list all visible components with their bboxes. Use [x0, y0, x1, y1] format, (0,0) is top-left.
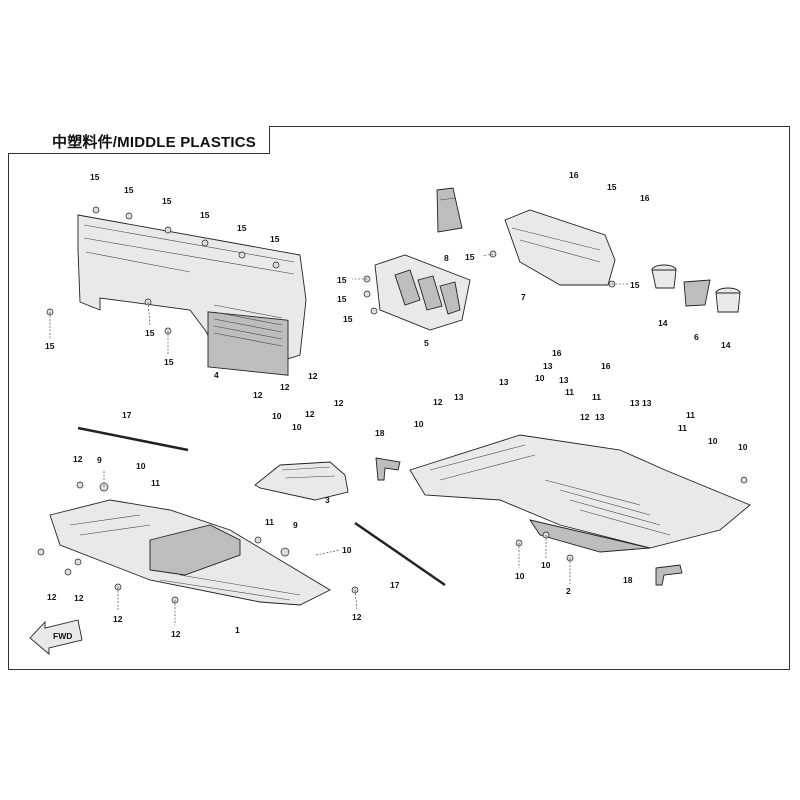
- callout-label: 15: [145, 328, 155, 338]
- callout-label: 12: [253, 390, 263, 400]
- part-5-grille: [374, 254, 471, 331]
- callout-label: 8: [444, 253, 449, 263]
- callout-label: 10: [292, 422, 302, 432]
- callout-label: 14: [658, 318, 668, 328]
- callout-label: 13: [559, 375, 569, 385]
- callout-label: 1: [235, 625, 240, 635]
- callout-label: 12: [305, 409, 315, 419]
- callout-label: 16: [569, 170, 579, 180]
- callout-label: 12: [334, 398, 344, 408]
- callout-label: 12: [308, 371, 318, 381]
- diagram-frame: [8, 126, 790, 670]
- callout-label: 15: [200, 210, 210, 220]
- callout-label: 16: [552, 348, 562, 358]
- fwd-label: FWD: [53, 631, 72, 641]
- leader-lines: [49, 253, 628, 625]
- callout-label: 16: [640, 193, 650, 203]
- callout-label: 12: [580, 412, 590, 422]
- callout-label: 13: [630, 398, 640, 408]
- page-title: 中塑料件/MIDDLE PLASTICS: [52, 134, 257, 151]
- part-6-cupholder-insert: [683, 279, 711, 307]
- part-8-bracket: [436, 187, 463, 233]
- callout-label: 17: [122, 410, 132, 420]
- callout-label: 5: [424, 338, 429, 348]
- callout-label: 11: [565, 387, 574, 397]
- callout-label: 12: [171, 629, 181, 639]
- callout-label: 10: [272, 411, 282, 421]
- callout-label: 10: [515, 571, 525, 581]
- callout-label: 9: [293, 520, 298, 530]
- part-7-tray: [504, 209, 616, 286]
- callout-label: 12: [433, 397, 443, 407]
- callout-label: 7: [521, 292, 526, 302]
- callout-label: 15: [343, 314, 353, 324]
- callout-label: 15: [45, 341, 55, 351]
- callout-label: 15: [337, 275, 347, 285]
- part-14-cupholder-right: [715, 287, 741, 313]
- callout-label: 11: [678, 423, 687, 433]
- callout-label: 15: [630, 280, 640, 290]
- part-18-bracket-left: [375, 457, 401, 481]
- callout-label: 10: [541, 560, 551, 570]
- part-2-floor-right: [409, 434, 751, 553]
- callout-label: 15: [164, 357, 174, 367]
- callout-label: 15: [607, 182, 617, 192]
- callout-label: 12: [280, 382, 290, 392]
- callout-label: 11: [686, 410, 695, 420]
- callout-label: 16: [601, 361, 611, 371]
- callout-label: 6: [694, 332, 699, 342]
- callout-label: 13: [454, 392, 464, 402]
- fwd-arrow: FWD: [29, 619, 83, 655]
- title-box: [8, 126, 270, 154]
- part-1-floor-left: [49, 499, 331, 606]
- callout-label: 11: [592, 392, 601, 402]
- callout-label: 15: [90, 172, 100, 182]
- part-14-cupholder-left: [651, 264, 677, 289]
- callout-label: 13: [595, 412, 605, 422]
- callout-label: 15: [465, 252, 475, 262]
- callout-label: 10: [136, 461, 146, 471]
- callout-label: 12: [73, 454, 83, 464]
- part-4-rear-panel: [77, 214, 307, 376]
- callout-label: 14: [721, 340, 731, 350]
- callout-label: 11: [265, 517, 274, 527]
- callout-label: 13: [499, 377, 509, 387]
- callout-label: 13: [543, 361, 553, 371]
- callout-labels: 15 15 15 15 15 15 15 15 15 4 8 15 15 15 …: [45, 170, 748, 639]
- callout-label: 10: [738, 442, 748, 452]
- callout-label: 13: [642, 398, 652, 408]
- callout-label: 2: [566, 586, 571, 596]
- callout-label: 15: [124, 185, 134, 195]
- callout-label: 9: [97, 455, 102, 465]
- callout-label: 18: [375, 428, 385, 438]
- callout-label: 15: [337, 294, 347, 304]
- callout-label: 15: [162, 196, 172, 206]
- part-3-console: [254, 461, 349, 501]
- callout-label: 12: [113, 614, 123, 624]
- callout-label: 12: [74, 593, 84, 603]
- part-17-strip-left: [77, 426, 189, 452]
- callout-label: 4: [214, 370, 219, 380]
- callout-label: 17: [390, 580, 400, 590]
- part-17-strip-right: [354, 521, 446, 587]
- callout-label: 10: [342, 545, 352, 555]
- callout-label: 15: [237, 223, 247, 233]
- callout-label: 11: [151, 478, 160, 488]
- callout-label: 10: [708, 436, 718, 446]
- part-18-bracket-right: [655, 564, 683, 586]
- callout-label: 12: [47, 592, 57, 602]
- callout-label: 3: [325, 495, 330, 505]
- callout-label: 18: [623, 575, 633, 585]
- callout-label: 15: [270, 234, 280, 244]
- callout-label: 10: [414, 419, 424, 429]
- callout-label: 12: [352, 612, 362, 622]
- callout-label: 10: [535, 373, 545, 383]
